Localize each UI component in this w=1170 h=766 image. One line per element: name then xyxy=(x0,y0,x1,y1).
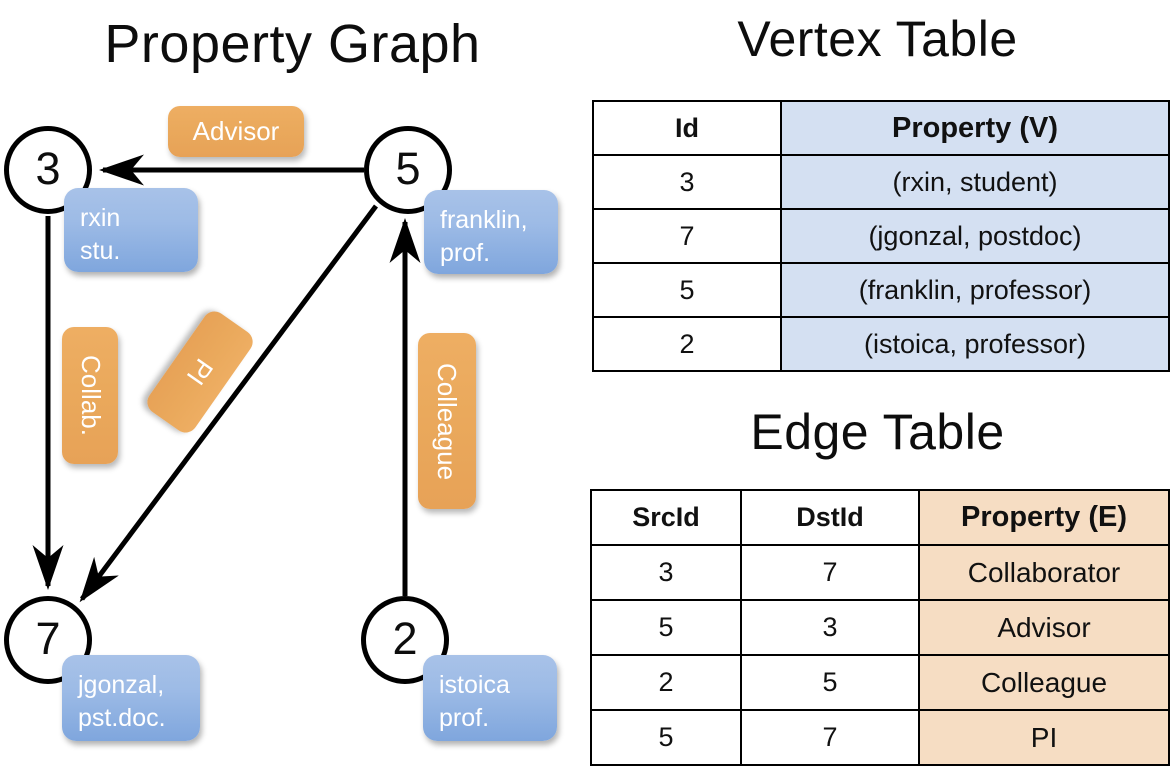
edge-row-1-property: Advisor xyxy=(918,599,1170,656)
table-row[interactable]: 2 5 Colleague xyxy=(590,654,1170,711)
edge-label-collab-text: Collab. xyxy=(75,355,106,436)
edge-label-pi-text: PI xyxy=(181,353,220,391)
node-3-property-line1: rxin xyxy=(80,204,121,232)
vertex-row-1-property: (jgonzal, postdoc) xyxy=(780,208,1170,264)
graph-edges-layer xyxy=(32,154,421,603)
edge-table-header-dstid: DstId xyxy=(740,489,920,546)
edge-row-0-dst: 7 xyxy=(740,544,920,601)
edge-label-advisor: Advisor xyxy=(168,106,304,157)
table-row[interactable]: 3 (rxin, student) xyxy=(592,154,1170,210)
node-2-property-line2: prof. xyxy=(439,704,490,732)
table-row[interactable]: 2 (istoica, professor) xyxy=(592,316,1170,372)
vertex-row-1-id: 7 xyxy=(592,208,782,264)
node-5-property-callout: franklin, prof. xyxy=(424,190,558,274)
table-row[interactable]: 5 3 Advisor xyxy=(590,599,1170,656)
node-2-property-line1: istoica xyxy=(439,671,510,699)
edge-row-2-src: 2 xyxy=(590,654,742,711)
edge-label-collab: Collab. xyxy=(62,327,118,464)
vertex-table: Id Property (V) 3 (rxin, student) 7 (jgo… xyxy=(592,100,1170,372)
graph-node-7-id: 7 xyxy=(35,612,61,664)
table-row[interactable]: 5 7 PI xyxy=(590,709,1170,766)
edge-table-header-srcid: SrcId xyxy=(590,489,742,546)
edge-row-3-property: PI xyxy=(918,709,1170,766)
graph-node-5-id: 5 xyxy=(395,142,421,194)
node-5-property-line2: prof. xyxy=(440,239,491,267)
node-7-property-line2: pst.doc. xyxy=(78,704,166,732)
edge-row-2-dst: 5 xyxy=(740,654,920,711)
edge-table: SrcId DstId Property (E) 3 7 Collaborato… xyxy=(590,489,1170,766)
node-7-property-callout: jgonzal, pst.doc. xyxy=(62,655,200,741)
node-7-property-line1: jgonzal, xyxy=(78,671,165,699)
edge-row-0-src: 3 xyxy=(590,544,742,601)
edge-5-to-7 xyxy=(79,204,379,603)
graph-node-2-id: 2 xyxy=(392,612,418,664)
edge-label-colleague: Colleague xyxy=(418,333,476,509)
vertex-row-0-id: 3 xyxy=(592,154,782,210)
edge-row-3-src: 5 xyxy=(590,709,742,766)
graph-node-3-id: 3 xyxy=(35,142,61,194)
vertex-table-header-row: Id Property (V) xyxy=(592,100,1170,156)
edge-label-advisor-text: Advisor xyxy=(192,116,280,146)
vertex-row-2-property: (franklin, professor) xyxy=(780,262,1170,318)
edge-label-colleague-text: Colleague xyxy=(432,362,463,480)
table-row[interactable]: 5 (franklin, professor) xyxy=(592,262,1170,318)
table-row[interactable]: 7 (jgonzal, postdoc) xyxy=(592,208,1170,264)
node-3-property-callout: rxin stu. xyxy=(64,188,198,272)
edge-row-2-property: Colleague xyxy=(918,654,1170,711)
vertex-row-0-property: (rxin, student) xyxy=(780,154,1170,210)
vertex-row-3-property: (istoica, professor) xyxy=(780,316,1170,372)
page-title-edge-table: Edge Table xyxy=(750,404,1005,460)
node-2-property-callout: istoica prof. xyxy=(423,655,557,741)
vertex-table-header-id: Id xyxy=(592,100,782,156)
edge-table-header-row: SrcId DstId Property (E) xyxy=(590,489,1170,546)
vertex-row-3-id: 2 xyxy=(592,316,782,372)
edge-row-1-src: 5 xyxy=(590,599,742,656)
table-row[interactable]: 3 7 Collaborator xyxy=(590,544,1170,601)
edge-row-1-dst: 3 xyxy=(740,599,920,656)
node-5-property-line1: franklin, xyxy=(440,206,528,234)
graph-node-2[interactable]: 2 xyxy=(361,596,449,684)
node-3-property-line2: stu. xyxy=(80,237,121,265)
edge-row-3-dst: 7 xyxy=(740,709,920,766)
page-title-vertex-table: Vertex Table xyxy=(737,11,1018,67)
page-title-property-graph: Property Graph xyxy=(104,14,481,74)
edge-table-header-property: Property (E) xyxy=(918,489,1170,546)
graph-node-5[interactable]: 5 xyxy=(364,126,452,214)
vertex-table-header-property: Property (V) xyxy=(780,100,1170,156)
property-graph-diagram: 3 5 7 2 rxin stu. franklin, prof. jgonza… xyxy=(0,0,585,760)
vertex-row-2-id: 5 xyxy=(592,262,782,318)
edge-row-0-property: Collaborator xyxy=(918,544,1170,601)
